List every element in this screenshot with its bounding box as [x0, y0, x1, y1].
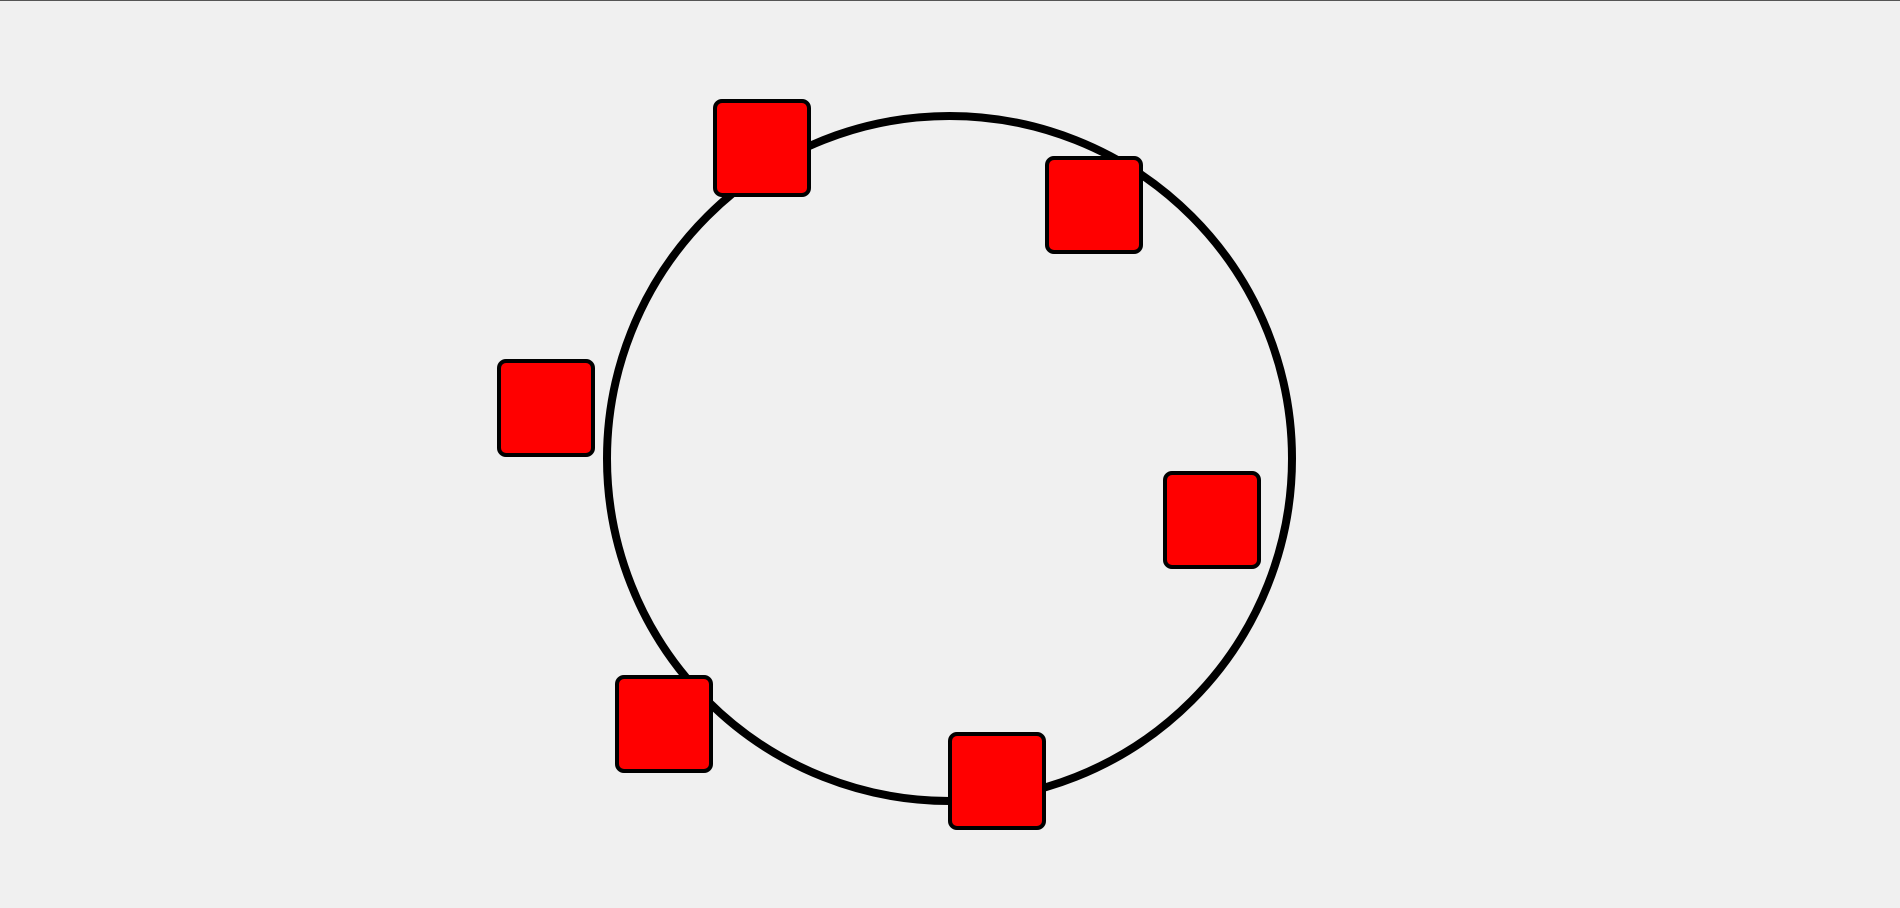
red-square-bottom-left[interactable]	[615, 675, 713, 773]
red-square-left[interactable]	[497, 359, 595, 457]
red-square-right[interactable]	[1163, 471, 1261, 569]
red-square-top-left[interactable]	[713, 99, 811, 197]
red-square-top-right[interactable]	[1045, 156, 1143, 254]
red-square-bottom[interactable]	[948, 732, 1046, 830]
